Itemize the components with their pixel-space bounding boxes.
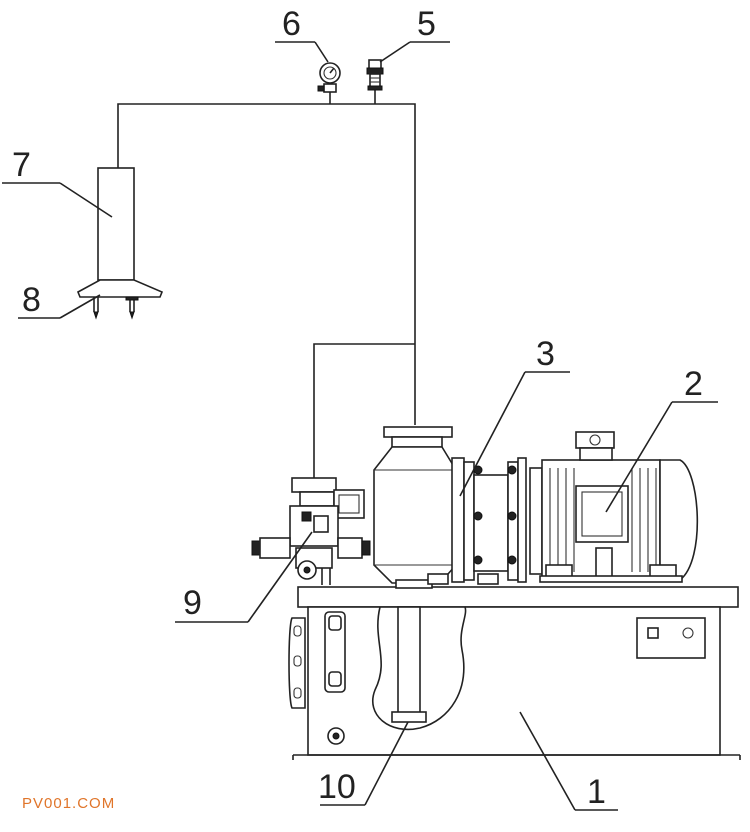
watermark-text: PV001.COM xyxy=(22,795,116,812)
label-part-5: 5 xyxy=(417,5,436,43)
part-labels: 6 5 7 8 3 2 9 10 1 xyxy=(12,5,703,811)
label-part-8: 8 xyxy=(22,281,41,319)
label-part-9: 9 xyxy=(183,584,202,622)
label-part-10: 10 xyxy=(318,768,356,806)
leader-lines xyxy=(2,41,718,811)
label-part-2: 2 xyxy=(684,365,703,403)
pressure-gauge xyxy=(317,62,341,93)
label-part-6: 6 xyxy=(282,5,301,43)
label-part-3: 3 xyxy=(536,335,555,373)
valve-block xyxy=(251,477,371,585)
coupling xyxy=(427,457,527,585)
label-part-1: 1 xyxy=(587,773,606,811)
cylinder xyxy=(97,167,135,281)
oil-tank xyxy=(288,586,741,760)
electric-motor xyxy=(529,431,699,583)
vent-valve xyxy=(366,59,384,91)
piping xyxy=(117,88,416,478)
motor-fins xyxy=(549,468,657,572)
cylinder-base-plate xyxy=(76,279,164,320)
label-part-7: 7 xyxy=(12,146,31,184)
